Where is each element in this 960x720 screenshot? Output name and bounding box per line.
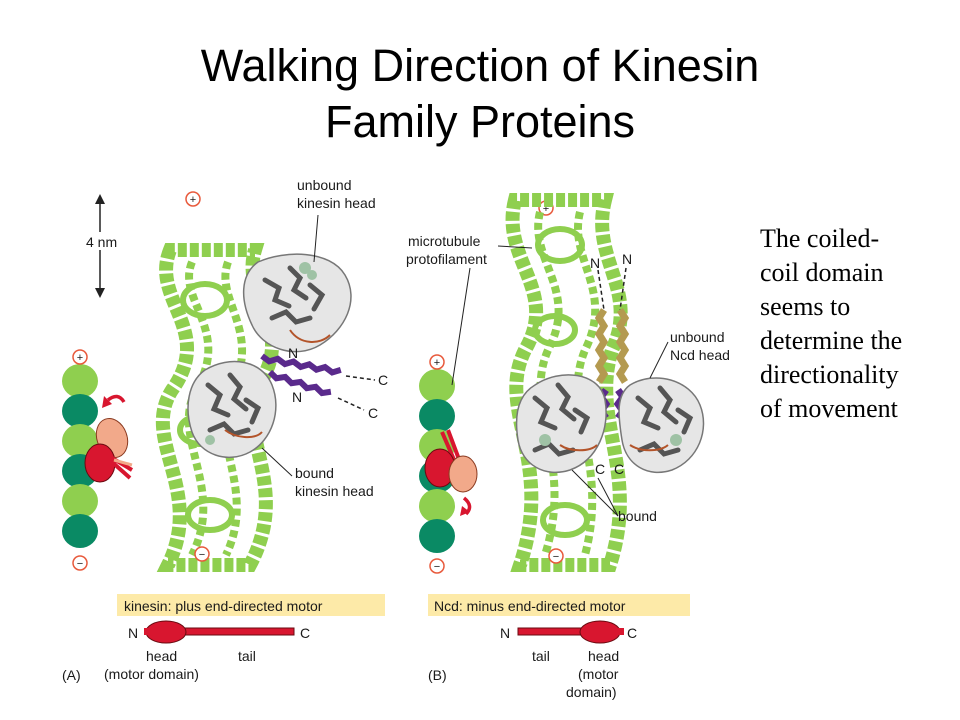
unbound-label-line-2: kinesin head <box>297 195 376 211</box>
c-terminus-label: C <box>378 372 388 388</box>
c-terminus-label: C <box>300 625 310 641</box>
svg-text:−: − <box>434 561 440 573</box>
n-terminus-label: N <box>590 255 600 271</box>
n-terminus-label: N <box>500 625 510 641</box>
side-note-line: coil domain <box>760 258 884 287</box>
unbound-kinesin-head <box>242 253 352 353</box>
c-terminus-label: C <box>614 461 624 477</box>
title-line-1: Walking Direction of Kinesin <box>200 40 760 91</box>
ncd-label-box <box>428 594 690 616</box>
scale-bar: 4 nm <box>86 194 128 298</box>
svg-text:−: − <box>553 551 559 563</box>
panel-b: + − + <box>406 193 730 700</box>
minus-end-marker-bottom: − <box>548 548 564 564</box>
ncd-domain-cartoon <box>517 620 624 644</box>
plus-end-marker-top: + <box>185 191 201 207</box>
kinesin-motor-cartoon <box>84 394 134 483</box>
head-label-line-1: head <box>146 648 177 664</box>
bound-ncd-head <box>515 374 607 474</box>
bound-label-line-2: kinesin head <box>295 483 374 499</box>
svg-text:+: + <box>543 203 549 215</box>
panel-a: 4 nm + − + <box>62 177 388 683</box>
ncd-motor-cartoon <box>424 429 478 516</box>
unbound-ncd-head <box>618 377 705 474</box>
unbound-ncd-label-line-1: unbound <box>670 329 725 345</box>
side-note-line: directionality <box>760 360 899 389</box>
n-dash-line <box>619 267 627 311</box>
protofilament-label-line-2: protofilament <box>406 251 487 267</box>
tail-label: tail <box>238 648 256 664</box>
bound-kinesin-head <box>187 360 277 459</box>
svg-text:−: − <box>199 549 205 561</box>
plus-end-marker: + <box>72 349 88 365</box>
plus-end-marker: + <box>429 354 445 370</box>
n-terminus-label: N <box>128 625 138 641</box>
head-label-line-3: domain) <box>566 684 617 700</box>
protofilament-b <box>505 193 628 572</box>
minus-end-marker: − <box>429 558 445 574</box>
side-note: The coiled- coil domain seems to determi… <box>760 222 950 426</box>
unbound-ncd-label-line-2: Ncd head <box>670 347 730 363</box>
minus-end-marker-bottom: − <box>194 546 210 562</box>
kinesin-coiled-coil <box>260 353 376 411</box>
kinesin-label-box <box>117 594 385 616</box>
side-note-line: determine the <box>760 326 903 355</box>
svg-text:−: − <box>77 558 83 570</box>
panel-letter-a: (A) <box>62 667 81 683</box>
svg-text:+: + <box>434 357 440 369</box>
protofilament-label-line-1: microtubule <box>408 233 481 249</box>
slide-title: Walking Direction of Kinesin Family Prot… <box>0 38 960 150</box>
head-label-line-2: (motor domain) <box>104 666 199 682</box>
head-label-line-2: (motor <box>578 666 619 682</box>
tail-label: tail <box>532 648 550 664</box>
title-line-2: Family Proteins <box>324 96 636 147</box>
panel-letter-b: (B) <box>428 667 447 683</box>
head-label-line-1: head <box>588 648 619 664</box>
bound-ncd-label: bound <box>618 508 657 524</box>
kinesin-box-label: kinesin: plus end-directed motor <box>124 598 323 614</box>
side-note-line: The coiled- <box>760 224 880 253</box>
n-terminus-label: N <box>288 345 298 361</box>
c-terminus-label: C <box>627 625 637 641</box>
ncd-box-label: Ncd: minus end-directed motor <box>434 598 626 614</box>
leader-lines-a <box>261 214 319 477</box>
bound-label-line-1: bound <box>295 465 334 481</box>
n-terminus-label: N <box>622 251 632 267</box>
c-terminus-label: C <box>595 461 605 477</box>
kinesin-domain-cartoon <box>144 620 295 644</box>
minus-end-marker: − <box>72 555 88 571</box>
side-note-line: of movement <box>760 394 898 423</box>
svg-text:+: + <box>77 352 83 364</box>
leader-lines-b <box>451 245 669 517</box>
scale-label: 4 nm <box>86 234 117 250</box>
side-note-line: seems to <box>760 292 851 321</box>
n-terminus-label: N <box>292 389 302 405</box>
c-terminus-label: C <box>368 405 378 421</box>
unbound-label-line-1: unbound <box>297 177 352 193</box>
svg-text:+: + <box>190 194 196 206</box>
